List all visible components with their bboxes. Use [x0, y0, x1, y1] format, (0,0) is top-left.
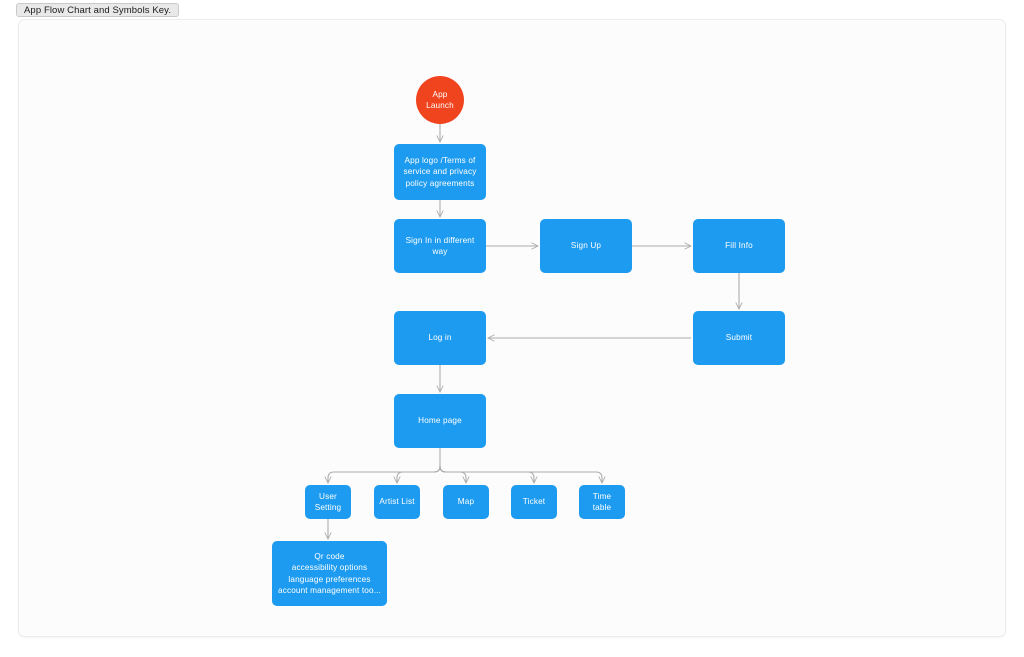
- edge-home-to-time-table: [439, 465, 602, 483]
- node-artist-list[interactable]: Artist List: [374, 485, 420, 519]
- edge-home-to-user-setting: [328, 448, 441, 483]
- edge-home-to-ticket: [439, 465, 534, 483]
- node-ticket-label: Ticket: [522, 497, 546, 507]
- node-home-page-label: Home page: [418, 416, 462, 426]
- node-submit-label: Submit: [725, 333, 753, 343]
- edge-home-to-map: [439, 465, 466, 483]
- tab-title-label: App Flow Chart and Symbols Key.: [24, 4, 172, 16]
- edge-home-to-artist-list: [397, 465, 441, 483]
- node-ticket[interactable]: Ticket: [511, 485, 557, 519]
- node-time-table[interactable]: Time table: [579, 485, 625, 519]
- node-submit[interactable]: Submit: [693, 311, 785, 365]
- node-artist-list-label: Artist List: [379, 497, 415, 507]
- node-map-label: Map: [457, 497, 475, 507]
- node-fill-info[interactable]: Fill Info: [693, 219, 785, 273]
- node-sign-up[interactable]: Sign Up: [540, 219, 632, 273]
- node-log-in-label: Log in: [428, 333, 452, 343]
- node-time-table-label: Time table: [592, 491, 612, 512]
- diagram-edges: [19, 124, 1006, 637]
- node-fill-info-label: Fill Info: [725, 241, 753, 251]
- tab-title-chip[interactable]: App Flow Chart and Symbols Key.: [16, 3, 180, 17]
- node-home-page[interactable]: Home page: [394, 394, 486, 448]
- node-map[interactable]: Map: [443, 485, 489, 519]
- node-sign-up-label: Sign Up: [570, 241, 602, 251]
- node-log-in[interactable]: Log in: [394, 311, 486, 365]
